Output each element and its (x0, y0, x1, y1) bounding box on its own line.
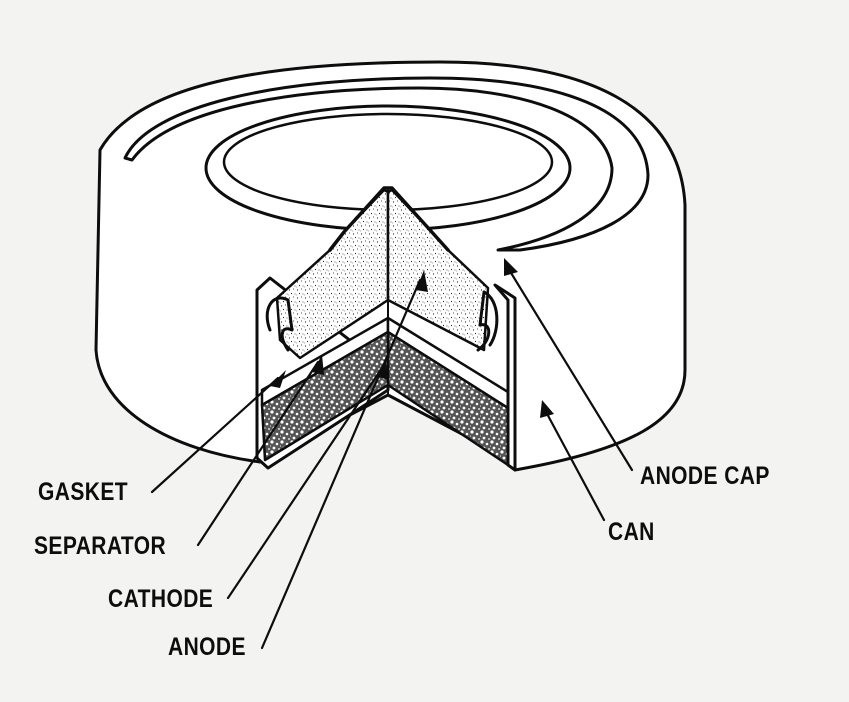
leader-separator (196, 360, 320, 547)
gasket-left-hook (265, 296, 294, 352)
leader-can (543, 408, 606, 522)
label-can: CAN (608, 518, 655, 546)
gasket-right-hook (476, 290, 499, 352)
arrowhead-anode-cap (504, 258, 518, 276)
label-anode: ANODE (168, 633, 246, 661)
anode-cap-edge (328, 186, 450, 252)
leader-anode-cap (506, 266, 634, 472)
arrowhead-gasket (270, 370, 286, 388)
arrowhead-can (540, 400, 554, 418)
label-anode-cap: ANODE CAP (640, 462, 770, 490)
arrowhead-cathode (376, 360, 388, 380)
label-cathode: CATHODE (108, 585, 214, 613)
label-separator: SEPARATOR (34, 532, 167, 560)
arrowhead-anode (416, 270, 428, 292)
arrowhead-separator (312, 355, 324, 375)
label-gasket: GASKET (38, 478, 129, 506)
leader-cathode (226, 366, 384, 600)
cutaway-right-casing (493, 283, 517, 472)
leader-gasket (150, 376, 280, 494)
leader-anode (260, 278, 422, 650)
anode-cap-rim (123, 76, 650, 252)
